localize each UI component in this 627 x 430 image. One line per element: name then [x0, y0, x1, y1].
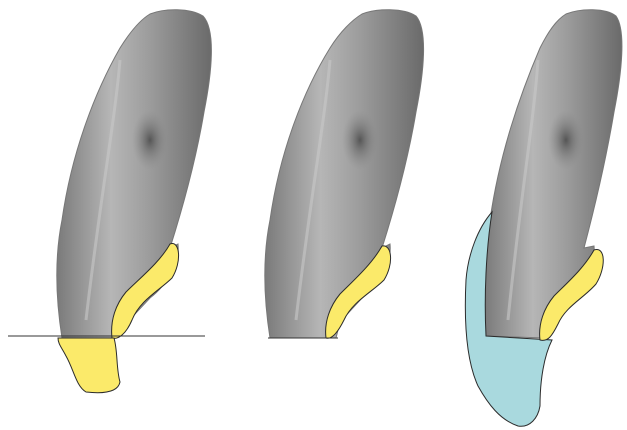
- panel-1: [8, 10, 211, 393]
- germ-spot: [132, 110, 168, 170]
- panel-3: [465, 10, 622, 427]
- grain-photo: [485, 10, 622, 338]
- germ-spot: [548, 110, 584, 170]
- grain-photo: [265, 10, 424, 338]
- panel-2: [265, 10, 424, 339]
- germ-spot: [342, 110, 378, 170]
- yellow-region-lower: [58, 338, 120, 393]
